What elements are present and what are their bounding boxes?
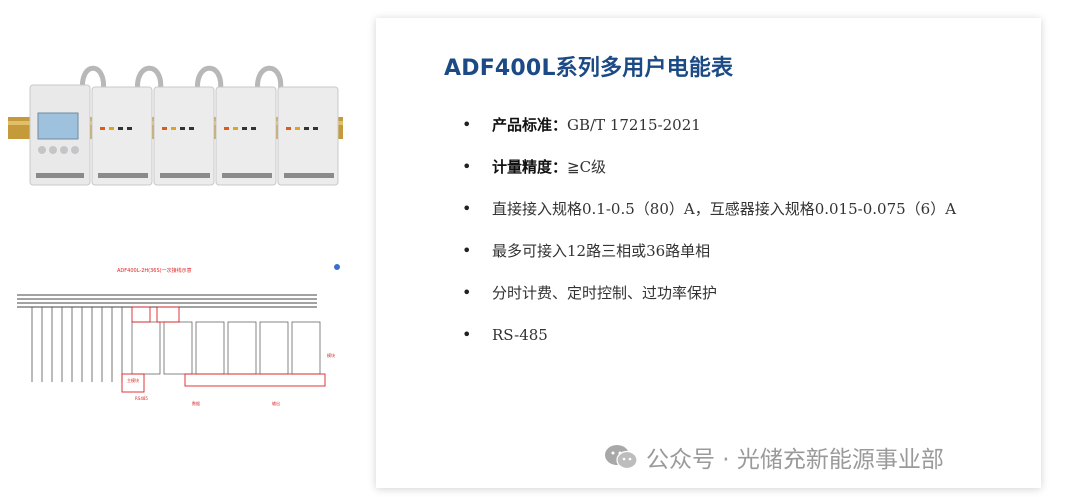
watermark: 公众号 · 光储充新能源事业部 [604, 440, 944, 474]
spec-card: ADF400L系列多用户电能表 • 产品标准：GB/T 17215-2021 •… [376, 18, 1041, 488]
feeder-lines [31, 307, 123, 382]
bullet-dot: • [462, 157, 472, 176]
meter-modules [91, 86, 339, 186]
spec-value: 最多可接入12路三相或36路单相 [492, 242, 711, 260]
spec-item: • 直接接入规格0.1-0.5（80）A，互感器接入规格0.015-0.075（… [458, 198, 1018, 220]
spec-item: • 产品标准：GB/T 17215-2021 [458, 114, 1018, 136]
bus-lines [17, 294, 317, 308]
watermark-text: 公众号 · 光储充新能源事业部 [646, 447, 944, 473]
spec-item: • 分时计费、定时控制、过功率保护 [458, 282, 1018, 304]
diagram-label-module: 模块 [327, 352, 335, 358]
diagram-label-rs485: RS485 [135, 396, 148, 401]
bullet-dot: • [462, 241, 472, 260]
product-photo [8, 65, 343, 186]
diagram-label-data: 数据 [192, 400, 200, 406]
info-icon [334, 264, 340, 270]
diagram-modules [131, 321, 321, 375]
wiring-diagram: ADF400L-2H(36S)一次接线示意 主模块 RS485 数据 输出 模块 [17, 262, 345, 418]
spec-item: • 计量精度：≧C级 [458, 156, 1018, 178]
indicator-leds [100, 127, 318, 130]
spec-value: 分时计费、定时控制、过功率保护 [492, 284, 718, 302]
spec-value: 直接接入规格0.1-0.5（80）A，互感器接入规格0.015-0.075（6）… [492, 200, 957, 218]
spec-item: • RS-485 [458, 324, 1018, 346]
spec-value: GB/T 17215-2021 [567, 116, 701, 134]
bullet-dot: • [462, 325, 472, 344]
spec-item: • 最多可接入12路三相或36路单相 [458, 240, 1018, 262]
diagram-title: ADF400L-2H(36S)一次接线示意 [117, 267, 192, 274]
lcd-screen [37, 112, 79, 140]
wechat-icon [605, 445, 638, 470]
spec-list: • 产品标准：GB/T 17215-2021 • 计量精度：≧C级 • 直接接入… [458, 114, 1018, 346]
keypad-buttons [38, 146, 79, 154]
spec-value: ≧C级 [567, 158, 607, 176]
card-title: ADF400L系列多用户电能表 [444, 56, 734, 81]
highlight-boxes [121, 306, 326, 393]
diagram-label-main: 主模块 [127, 377, 139, 383]
terminal-screws [36, 173, 334, 178]
bullet-dot: • [462, 283, 472, 302]
spec-value: RS-485 [492, 326, 548, 344]
spec-label: 产品标准： [492, 116, 568, 134]
bullet-dot: • [462, 115, 472, 134]
cable-loops [79, 65, 284, 94]
diagram-label-output: 输出 [272, 400, 280, 406]
bullet-dot: • [462, 199, 472, 218]
spec-label: 计量精度： [492, 158, 568, 176]
